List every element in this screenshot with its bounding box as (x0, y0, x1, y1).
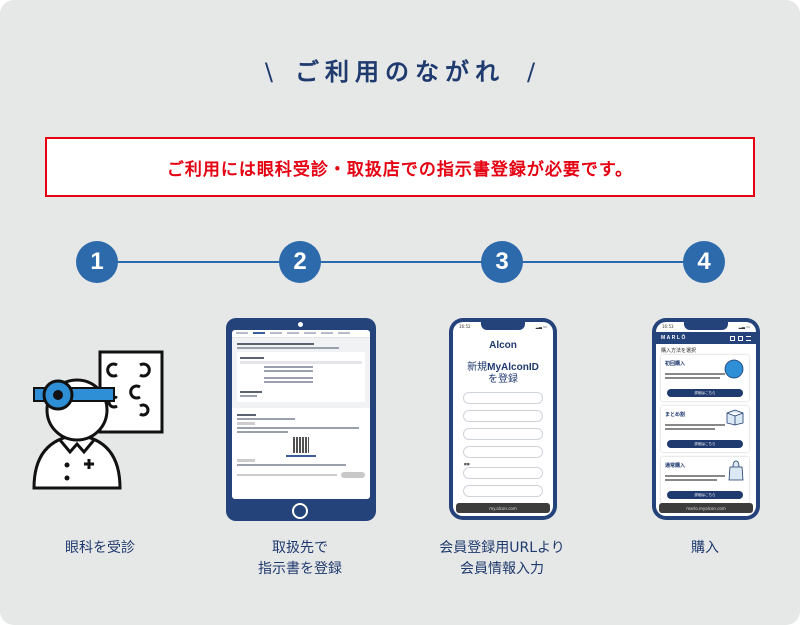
tablet-home-button (292, 503, 308, 519)
phone-time: 16:52 (459, 324, 471, 329)
signup-select (463, 467, 543, 479)
marlo-header: MARLŌ (656, 332, 756, 344)
box-icon (726, 409, 744, 426)
browser-url-bar: my.alcon.com (456, 503, 550, 513)
marlo-subtitle: 購入方法を選択 (661, 348, 697, 354)
title-slash-left: \ (264, 58, 273, 86)
browser-url-bar: marlo.myalcon.com (659, 503, 753, 513)
tablet-screen (232, 330, 370, 499)
tablet-registration-screen (226, 318, 376, 521)
phone-time: 16:53 (662, 324, 674, 329)
calendar-icon (730, 335, 735, 341)
tablet-summary-section (232, 338, 370, 408)
phone-screen: 16:53▂▃ ▭ MARLŌ 購入方法を選択 初回購入 詳細はこちら まとめ割… (656, 322, 756, 516)
requirement-notice: ご利用には眼科受診・取扱店での指示書登録が必要です。 (45, 137, 755, 197)
tablet-nav (232, 330, 370, 338)
step-1-label: 眼科を受診 (65, 540, 135, 556)
phone-marlo-purchase-screen: 16:53▂▃ ▭ MARLŌ 購入方法を選択 初回購入 詳細はこちら まとめ割… (652, 318, 760, 520)
purchase-card: 初回購入 詳細はこちら (661, 355, 749, 401)
tablet-camera (298, 322, 303, 327)
alcon-logo: Alcon (489, 340, 517, 351)
step-2-label: 取扱先で 指示書を登録 (258, 540, 342, 577)
qr-code-icon (293, 437, 309, 453)
menu-icon (746, 335, 751, 341)
signup-field (463, 392, 543, 404)
marlo-logo: MARLŌ (661, 335, 687, 341)
step-4-badge: 4 (683, 241, 725, 283)
title-text: ご利用のながれ (295, 58, 505, 86)
step-4-label: 購入 (691, 540, 719, 556)
bag-icon (738, 335, 743, 341)
signup-field (463, 446, 543, 458)
signup-field (463, 485, 543, 497)
purchase-card: 通常購入 詳細はこちら (661, 457, 749, 503)
purchase-card: まとめ割 詳細はこちら (661, 406, 749, 452)
step-1-badge: 1 (76, 241, 118, 283)
step-3-label: 会員登録用URLより 会員情報入力 (439, 540, 565, 577)
signup-field (463, 410, 543, 422)
step-2-badge: 2 (279, 241, 321, 283)
step-3-badge: 3 (481, 241, 523, 283)
shopping-bag-icon (728, 460, 744, 481)
lens-icon (724, 359, 744, 379)
tablet-qr-section (232, 408, 370, 482)
signup-field (463, 428, 543, 440)
requirement-notice-text: ご利用には眼科受診・取扱店での指示書登録が必要です。 (166, 159, 634, 180)
eye-doctor-icon (22, 340, 172, 500)
title-slash-right: / (527, 58, 536, 86)
page-title: \ ご利用のながれ / (0, 52, 800, 87)
step-connector-line (97, 261, 703, 263)
